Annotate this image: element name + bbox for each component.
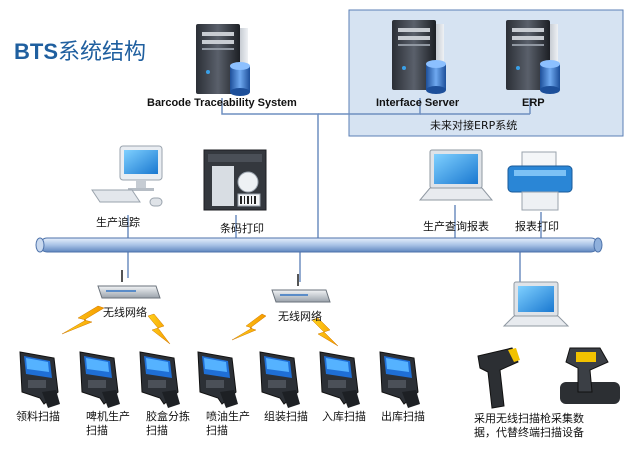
scanner-label: 组装扫描 — [264, 410, 308, 423]
interface-server — [392, 20, 446, 94]
scanner-label: 啤机生产 扫描 — [86, 410, 130, 437]
handheld-scanner-icon — [319, 351, 360, 408]
handheld-scanner-icon — [139, 351, 180, 408]
handheld-scanner-icon — [197, 351, 238, 408]
wireless-scanner-note: 采用无线扫描枪采集数 据，代替终端扫描设备 — [474, 412, 584, 439]
erp-server-label: ERP — [522, 97, 545, 109]
connection-lines — [127, 98, 542, 290]
scanner-label: 入库扫描 — [322, 410, 366, 423]
wireless-router-icon — [97, 270, 161, 299]
wireless-router-icon — [271, 274, 331, 303]
bts-server-label: Barcode Traceability System — [147, 97, 297, 109]
database-icon — [540, 60, 560, 94]
report-print-label: 报表打印 — [515, 220, 559, 233]
scanner-label: 胶盒分拣 扫描 — [146, 410, 190, 437]
wireless-network-label-right: 无线网络 — [278, 310, 322, 323]
printer-icon — [507, 151, 573, 211]
wireless-signal-icons — [61, 305, 339, 347]
handheld-scanner-icon — [259, 351, 300, 408]
erp-server — [506, 20, 560, 94]
barcode-scanner-cradle-icon — [560, 347, 620, 404]
database-icon — [230, 62, 250, 96]
report-query-label: 生产查询报表 — [423, 220, 489, 233]
network-bus — [35, 237, 603, 253]
scanner-label: 喷油生产 扫描 — [206, 410, 250, 437]
database-icon — [426, 60, 446, 94]
desktop-computer-icon — [91, 145, 163, 207]
interface-server-label: Interface Server — [376, 97, 460, 109]
title-prefix: BTS — [14, 39, 58, 64]
title-suffix: 系统结构 — [58, 40, 147, 65]
terminal-group — [19, 351, 420, 408]
laptop-icon — [418, 149, 494, 201]
handheld-scanner-icon — [79, 351, 120, 408]
barcode-scanner-gun-icon — [477, 347, 520, 409]
page-title: BTS系统结构 — [14, 34, 146, 66]
barcode-printer-icon — [203, 149, 267, 211]
handheld-scanner-icon — [379, 351, 420, 408]
wireless-network-label-left: 无线网络 — [103, 306, 147, 319]
tracking-label: 生产追踪 — [96, 216, 140, 229]
barcode-print-label: 条码打印 — [220, 222, 264, 235]
laptop-icon — [502, 281, 570, 327]
erp-group-label: 未来对接ERP系统 — [430, 119, 518, 132]
bts-server — [196, 24, 250, 96]
scanner-label: 出库扫描 — [381, 410, 425, 423]
scanner-label: 领料扫描 — [16, 410, 60, 423]
handheld-scanner-icon — [19, 351, 60, 408]
